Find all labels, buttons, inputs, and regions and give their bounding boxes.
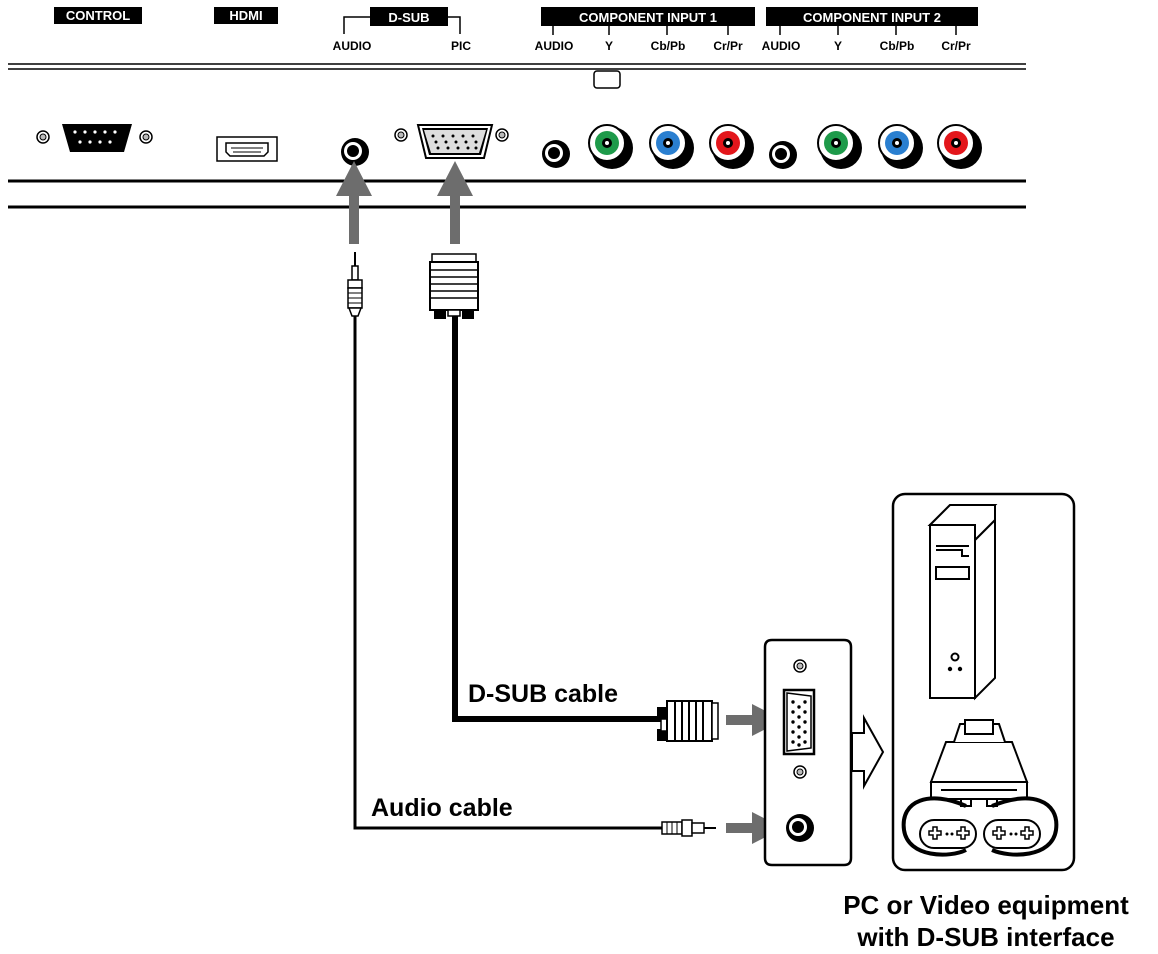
equipment-caption-line1: PC or Video equipment [843, 890, 1129, 920]
comp1-cr-jack [709, 124, 754, 169]
small-square-icon [593, 70, 621, 89]
dsub-up-arrow [437, 161, 473, 244]
component2-header-text: COMPONENT INPUT 2 [803, 10, 941, 25]
audio-cable-label: Audio cable [371, 794, 513, 822]
comp1-y-label: Y [605, 39, 613, 53]
comp2-cb-jack [878, 124, 923, 169]
audio-up-arrow [336, 161, 372, 244]
dsub-pic-port [394, 124, 509, 159]
comp1-cb-label: Cb/Pb [651, 39, 686, 53]
equipment-port-panel [763, 638, 853, 867]
dsub-cable-label: D-SUB cable [468, 680, 618, 708]
control-port [36, 124, 153, 152]
comp1-audio-jack [542, 140, 570, 168]
audio-cable [347, 252, 716, 837]
hdmi-header-text: HDMI [229, 8, 262, 23]
comp1-audio-label: AUDIO [535, 39, 574, 53]
comp1-cr-label: Cr/Pr [713, 39, 743, 53]
panel-edge [8, 63, 1026, 209]
dsub-cable [429, 253, 719, 742]
hdmi-header: HDMI [214, 7, 278, 24]
comp2-audio-label: AUDIO [762, 39, 801, 53]
comp2-cb-label: Cb/Pb [880, 39, 915, 53]
game-console-icon [929, 719, 1029, 807]
controllers-icon [901, 796, 1059, 857]
comp1-cb-jack [649, 124, 694, 169]
comp1-y-jack [588, 124, 633, 169]
comp2-audio-jack [769, 141, 797, 169]
pc-tower-icon [927, 504, 998, 701]
comp2-cr-jack [937, 124, 982, 169]
equipment-caption-line2: with D-SUB interface [856, 922, 1114, 952]
hollow-arrow-icon [851, 714, 885, 790]
comp2-cr-label: Cr/Pr [941, 39, 971, 53]
dsub-header-text: D-SUB [388, 10, 429, 25]
dsub-audio-label: AUDIO [333, 39, 372, 53]
component1-header: COMPONENT INPUT 1 [541, 7, 755, 35]
hdmi-port [216, 136, 278, 162]
control-header-text: CONTROL [66, 8, 130, 23]
component2-header: COMPONENT INPUT 2 [766, 7, 978, 35]
dsub-header: D-SUB [343, 7, 461, 34]
control-header: CONTROL [54, 7, 142, 24]
comp2-y-label: Y [834, 39, 842, 53]
comp2-y-jack [817, 124, 862, 169]
component1-header-text: COMPONENT INPUT 1 [579, 10, 717, 25]
dsub-audio-jack [341, 138, 369, 166]
dsub-pic-label: PIC [451, 39, 471, 53]
